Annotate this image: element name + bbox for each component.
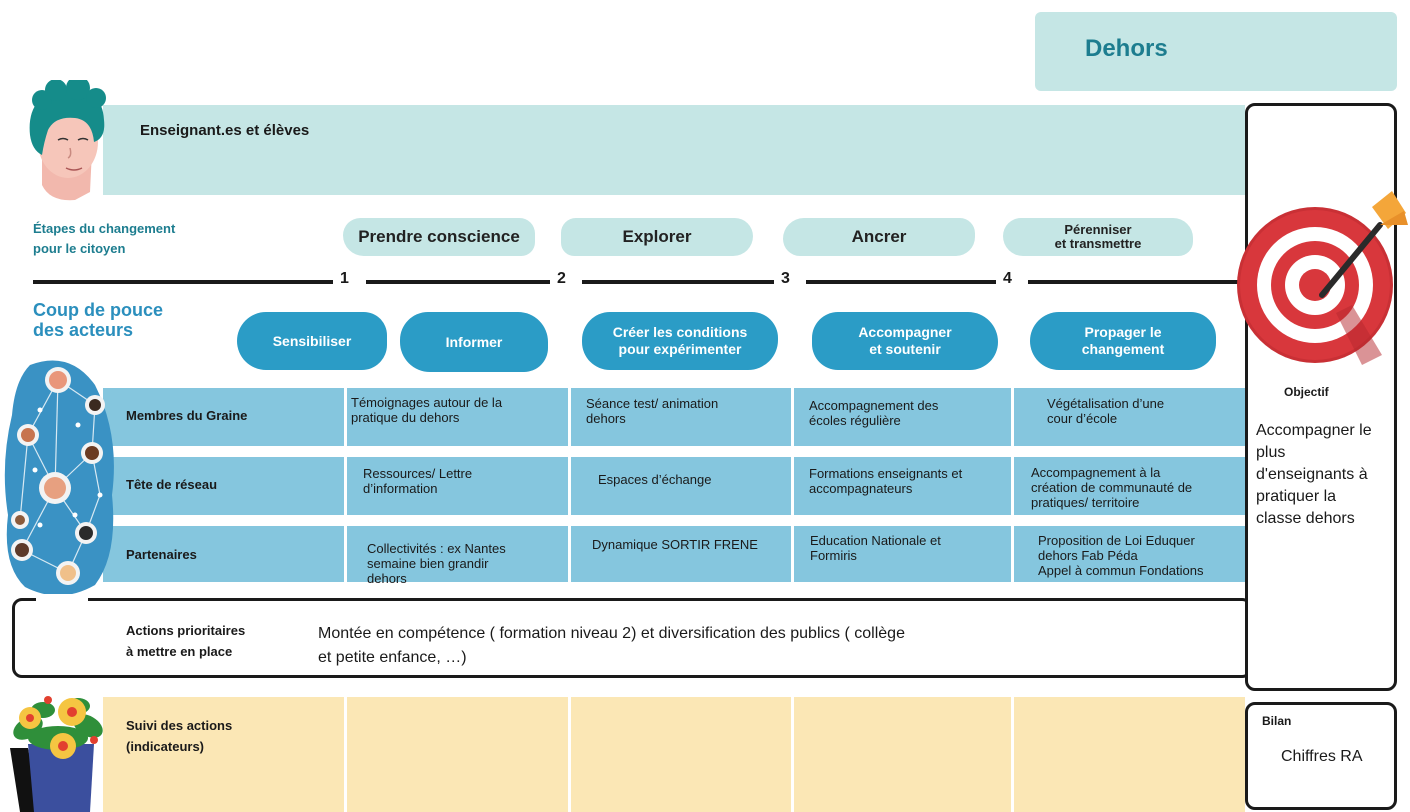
column-separator: [1011, 388, 1014, 582]
title-box: [1035, 12, 1397, 91]
lever-accompagner: Accompagner et soutenir: [812, 312, 998, 370]
public-band: [103, 105, 1245, 195]
lever-creer-conditions: Créer les conditions pour expérimenter: [582, 312, 778, 370]
flower-pot-icon: [10, 696, 103, 812]
column-separator: [344, 697, 347, 812]
network-people-icon: [4, 360, 114, 596]
etapes-label: Étapes du changement pour le citoyen: [33, 221, 176, 256]
public-label: Enseignant.es et élèves: [140, 122, 310, 139]
actions-box: [12, 598, 1252, 678]
stage-ancrer: Ancrer: [783, 218, 975, 256]
lever-informer: Informer: [400, 312, 548, 372]
stage-perenniser: Pérenniser et transmettre: [1003, 218, 1193, 256]
timeline-segment: [1028, 280, 1246, 284]
bilan-text: Chiffres RA: [1281, 748, 1363, 765]
stage-number: 2: [557, 270, 566, 287]
row-partenaires-bg: [103, 526, 1245, 582]
person-avatar-icon: [29, 80, 106, 201]
timeline-segment: [806, 280, 996, 284]
objectif-label: Objectif: [1284, 385, 1329, 399]
timeline-segment: [582, 280, 774, 284]
row-label-membres: Membres du Graine: [126, 408, 248, 423]
column-separator: [568, 697, 571, 812]
objectif-box: [1245, 103, 1397, 691]
coup-de-pouce-label: Coup de pouce des acteurs: [33, 300, 163, 340]
stage-prendre-conscience: Prendre conscience: [343, 218, 535, 256]
column-separator: [791, 697, 794, 812]
column-separator: [1011, 697, 1014, 812]
row-label-partenaires: Partenaires: [126, 547, 197, 562]
page-title: Dehors: [1085, 35, 1168, 62]
cell-partenaires-explorer: Dynamique SORTIR FRENE: [592, 537, 758, 552]
row-tete-bg: [103, 457, 1245, 515]
lever-propager: Propager le changement: [1030, 312, 1216, 370]
stage-number: 3: [781, 270, 790, 287]
suivi-band: [103, 697, 1245, 812]
timeline-segment: [366, 280, 550, 284]
suivi-label: Suivi des actions(indicateurs): [126, 718, 233, 754]
column-separator: [344, 388, 347, 582]
cell-tete-explorer: Espaces d’échange: [598, 472, 712, 487]
stage-number: 1: [340, 270, 349, 287]
actions-text: Montée en compétence ( formation niveau …: [318, 625, 905, 666]
timeline-segment: [33, 280, 333, 284]
bilan-label: Bilan: [1262, 714, 1292, 728]
lever-sensibiliser: Sensibiliser: [237, 312, 387, 370]
column-separator: [568, 388, 571, 582]
row-label-tete: Tête de réseau: [126, 477, 218, 492]
stage-explorer: Explorer: [561, 218, 753, 256]
stage-number: 4: [1003, 270, 1012, 287]
bilan-box: [1245, 702, 1397, 810]
row-membres-bg: [103, 388, 1245, 446]
column-separator: [791, 388, 794, 582]
objectif-text: Accompagner le plus d'enseignants à prat…: [1256, 422, 1372, 527]
actions-box-gap: [36, 594, 88, 604]
target-arrow-icon: [1237, 191, 1408, 365]
